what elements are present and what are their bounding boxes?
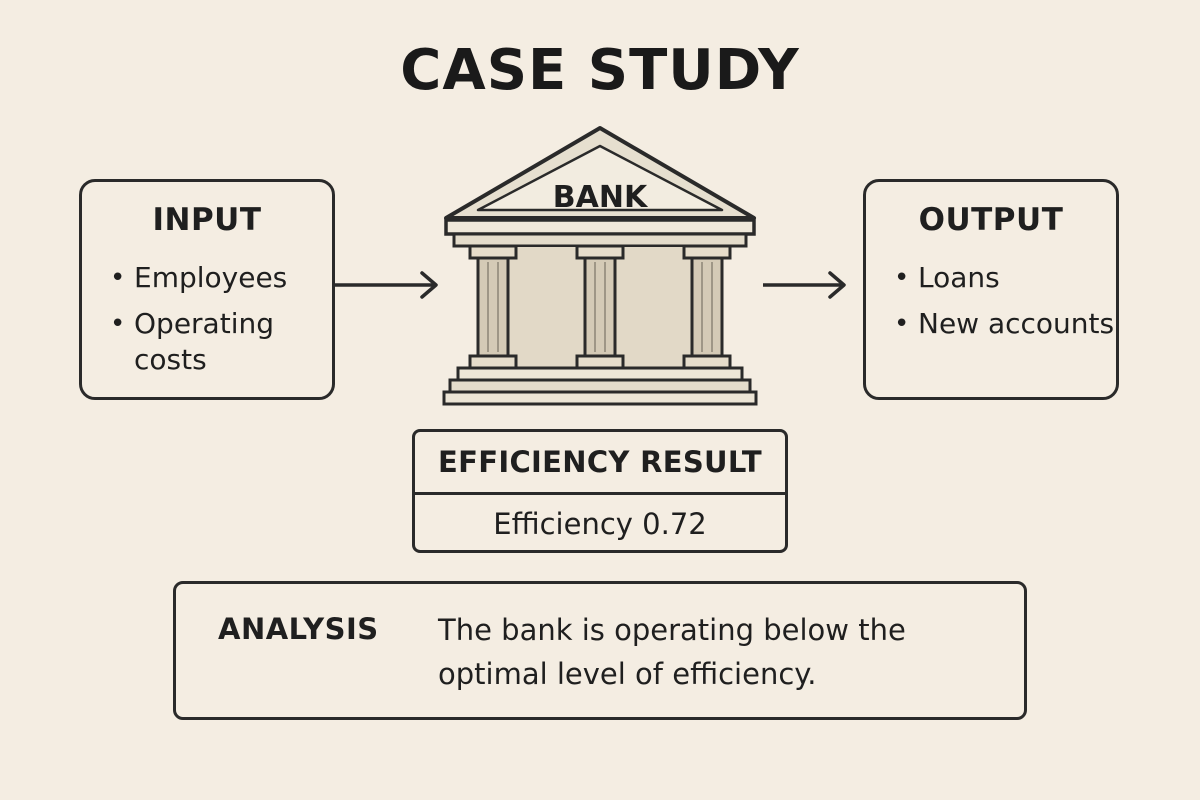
input-box: INPUT • Employees • Operating costs bbox=[79, 179, 335, 400]
page-title: CASE STUDY bbox=[400, 38, 800, 103]
output-heading: OUTPUT bbox=[918, 202, 1064, 238]
arrow-right-icon bbox=[763, 271, 846, 299]
list-item: • New accounts bbox=[892, 306, 1116, 342]
output-list: • Loans • New accounts bbox=[866, 260, 1116, 342]
output-box: OUTPUT • Loans • New accounts bbox=[863, 179, 1119, 400]
output-item-new-accounts: New accounts bbox=[918, 307, 1115, 340]
arrow-right-icon bbox=[335, 271, 438, 299]
output-item-loans: Loans bbox=[918, 261, 1000, 294]
input-item-employees: Employees bbox=[134, 261, 288, 294]
analysis-text: The bank is operating below the optimal … bbox=[438, 613, 906, 691]
input-item-operating-costs: Operating costs bbox=[134, 307, 274, 376]
bullet-icon: • bbox=[110, 309, 126, 339]
efficiency-result-box: EFFICIENCY RESULT Efficiency 0.72 bbox=[412, 429, 788, 553]
analysis-label: ANALYSIS bbox=[218, 612, 379, 646]
bullet-icon: • bbox=[110, 263, 126, 293]
bullet-icon: • bbox=[894, 309, 910, 339]
efficiency-heading: EFFICIENCY RESULT bbox=[415, 432, 785, 495]
bank-icon: BANK bbox=[442, 126, 758, 406]
bank-label: BANK bbox=[553, 180, 649, 215]
list-item: • Employees bbox=[108, 260, 332, 296]
input-list: • Employees • Operating costs bbox=[82, 260, 332, 378]
list-item: • Operating costs bbox=[108, 306, 332, 378]
list-item: • Loans bbox=[892, 260, 1116, 296]
efficiency-value: Efficiency 0.72 bbox=[493, 507, 707, 541]
analysis-box: ANALYSIS The bank is operating below the… bbox=[173, 581, 1027, 720]
input-heading: INPUT bbox=[152, 202, 262, 238]
bullet-icon: • bbox=[894, 263, 910, 293]
